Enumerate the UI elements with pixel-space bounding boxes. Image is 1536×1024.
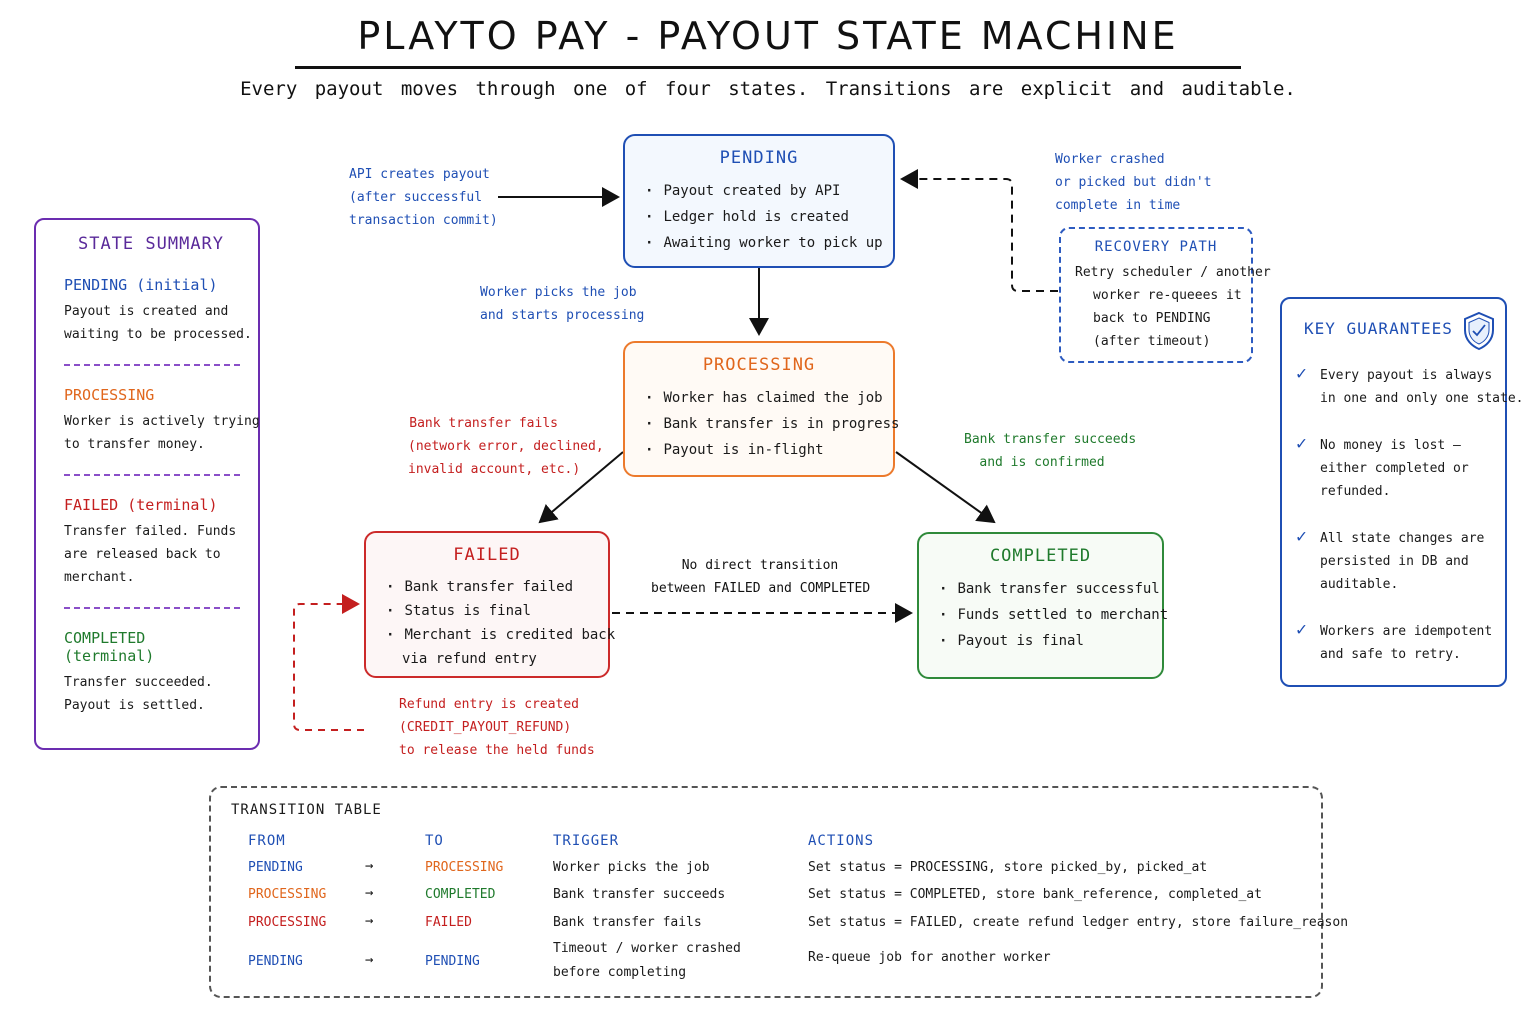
- guarantee-item: ✓ Every payout is always in one and only…: [1296, 363, 1524, 410]
- recovery-title: RECOVERY PATH: [1094, 239, 1218, 255]
- checkmark-icon: ✓: [1296, 619, 1307, 640]
- summary-item-failed: FAILED (terminal) Transfer failed. Funds…: [64, 496, 237, 585]
- guarantee-item: ✓ All state changes are persisted in DB …: [1296, 527, 1497, 596]
- table-cell-from: PROCESSING: [248, 915, 327, 930]
- summary-title: STATE SUMMARY: [77, 234, 225, 254]
- arrow-right-icon: →: [365, 952, 374, 968]
- checkmark-icon: ✓: [1296, 526, 1307, 547]
- table-cell-from: PENDING: [248, 860, 303, 875]
- table-title: TRANSITION TABLE: [231, 802, 382, 818]
- state-item: via refund entry: [402, 651, 537, 667]
- state-title: FAILED: [453, 545, 521, 565]
- transition-table: TRANSITION TABLE FROM TO TRIGGER ACTIONS…: [209, 786, 1348, 998]
- table-cell-trigger: Timeout / worker crashed: [553, 941, 741, 956]
- guarantee-item: ✓ Workers are idempotent and safe to ret…: [1296, 620, 1497, 666]
- table-header-actions: ACTIONS: [808, 833, 875, 849]
- table-cell-to: COMPLETED: [425, 887, 496, 902]
- table-header-to: TO: [425, 833, 444, 849]
- summary-item-pending: PENDING (initial) Payout is created and …: [64, 276, 252, 342]
- processing-to-completed-arrow: [895, 451, 996, 524]
- recovery-line: back to PENDING: [1093, 311, 1211, 326]
- title-underline: [295, 66, 1241, 69]
- note-bank-succeeds: Bank transfer succeeds and is confirmed: [964, 432, 1137, 470]
- state-item: Payout is final: [939, 628, 1142, 654]
- state-item: Ledger hold is created: [645, 204, 873, 230]
- checkmark-icon: ✓: [1296, 363, 1307, 384]
- summary-item-processing: PROCESSING Worker is actively trying to …: [64, 386, 260, 452]
- state-item: Funds settled to merchant: [939, 602, 1168, 628]
- state-item: Status is final: [386, 599, 588, 623]
- table-cell-from: PROCESSING: [248, 887, 327, 902]
- checkmark-icon: ✓: [1296, 433, 1307, 454]
- table-cell-actions: Set status = FAILED, create refund ledge…: [808, 915, 1349, 930]
- page-subtitle: Every payout moves through one of four s…: [240, 78, 1296, 100]
- table-cell-trigger: before completing: [553, 965, 687, 980]
- summary-item-completed: COMPLETED (terminal) Transfer succeeded.…: [64, 629, 213, 713]
- arrow-right-icon: →: [365, 858, 374, 874]
- state-item: Payout created by API: [645, 178, 873, 204]
- note-worker-crashed: Worker crashed or picked but didn't comp…: [1055, 152, 1212, 213]
- table-cell-actions: Set status = COMPLETED, store bank_refer…: [808, 887, 1262, 902]
- state-failed: FAILED Bank transfer failed Status is fi…: [364, 531, 615, 678]
- note-worker-picks: Worker picks the job and starts processi…: [480, 285, 645, 323]
- state-item: Worker has claimed the job: [645, 385, 882, 411]
- arrow-right-icon: →: [365, 913, 374, 929]
- note-api-creates: API creates payout (after successful tra…: [349, 167, 498, 228]
- guarantee-item: ✓ No money is lost — either completed or…: [1296, 434, 1497, 503]
- table-cell-trigger: Bank transfer fails: [553, 915, 702, 930]
- recovery-line: (after timeout): [1093, 334, 1211, 349]
- table-cell-to: PROCESSING: [425, 860, 504, 875]
- table-cell-to: PENDING: [425, 954, 480, 969]
- state-item: Bank transfer is in progress: [645, 411, 899, 437]
- state-item: Awaiting worker to pick up: [645, 230, 882, 256]
- state-pending: PENDING Payout created by API Ledger hol…: [623, 134, 895, 268]
- arrow-right-icon: →: [365, 885, 374, 901]
- table-header-trigger: TRIGGER: [553, 833, 620, 849]
- table-cell-actions: Re-queue job for another worker: [808, 950, 1051, 965]
- note-bank-fails: Bank transfer fails (network error, decl…: [408, 416, 604, 477]
- state-title: PENDING: [719, 148, 799, 168]
- refund-loop-arrow: [293, 594, 364, 731]
- table-header-from: FROM: [248, 833, 286, 849]
- divider: [64, 364, 240, 366]
- state-title: COMPLETED: [989, 546, 1092, 566]
- recovery-line: Retry scheduler / another: [1075, 265, 1271, 280]
- recovery-loop-arrow: [900, 169, 1058, 292]
- shield-icon: [1464, 311, 1494, 351]
- guarantees-title: KEY GUARANTEES: [1304, 319, 1453, 338]
- state-processing: PROCESSING Worker has claimed the job Ba…: [623, 341, 899, 477]
- key-guarantees-panel: KEY GUARANTEES ✓ Every payout is always …: [1280, 297, 1524, 687]
- divider: [64, 474, 240, 476]
- state-completed: COMPLETED Bank transfer successful Funds…: [917, 532, 1168, 679]
- state-item: Bank transfer failed: [386, 575, 588, 599]
- processing-to-failed-arrow: [538, 451, 624, 524]
- divider: [64, 607, 240, 609]
- table-cell-to: FAILED: [425, 915, 472, 930]
- note-refund-entry: Refund entry is created (CREDIT_PAYOUT_R…: [399, 697, 595, 758]
- table-cell-actions: Set status = PROCESSING, store picked_by…: [808, 860, 1208, 875]
- page-title: PLAYTO PAY - PAYOUT STATE MACHINE: [357, 14, 1179, 58]
- table-cell-trigger: Worker picks the job: [553, 860, 710, 875]
- recovery-line: worker re-queees it: [1093, 288, 1242, 303]
- state-item: Payout is in-flight: [645, 437, 873, 463]
- table-cell-from: PENDING: [248, 954, 303, 969]
- recovery-path-box: RECOVERY PATH Retry scheduler / another …: [1059, 227, 1271, 363]
- state-summary-panel: STATE SUMMARY PENDING (initial) Payout i…: [34, 218, 260, 750]
- state-item: Merchant is credited back: [386, 623, 615, 647]
- note-no-direct-transition: No direct transition between FAILED and …: [651, 558, 871, 596]
- state-item: Bank transfer successful: [939, 576, 1159, 602]
- table-cell-trigger: Bank transfer succeeds: [553, 887, 726, 902]
- state-title: PROCESSING: [702, 355, 816, 375]
